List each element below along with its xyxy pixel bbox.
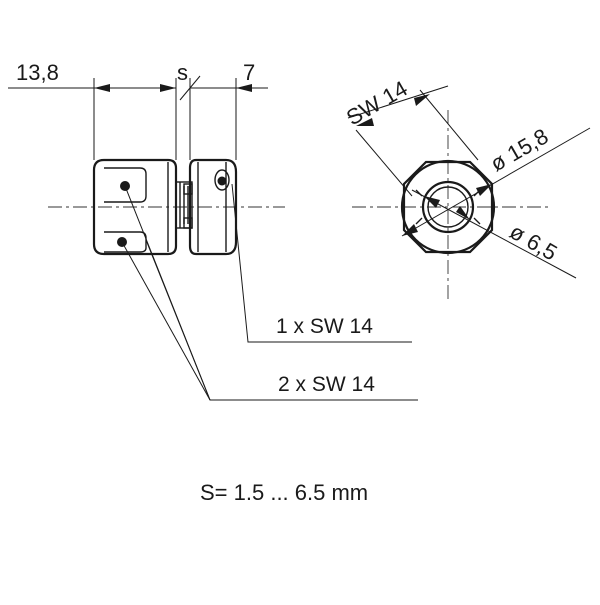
hub-nut-bottom <box>183 217 193 229</box>
leader-double-a <box>124 185 418 401</box>
end-view: SW 14 ø 15,8 ø 6,5 <box>342 76 591 300</box>
dim-line-bore-dia <box>411 189 577 279</box>
right-screw-hole <box>214 169 230 191</box>
ext-line-sw-b <box>419 89 479 161</box>
arrow-length-right <box>160 84 176 92</box>
dim-length-label: 13,8 <box>16 60 59 85</box>
dim-sw-label: SW 14 <box>342 76 412 131</box>
arrow-length-left <box>94 84 110 92</box>
left-flat-upper <box>104 167 147 203</box>
dim-gap-label: s <box>177 60 188 85</box>
left-flat-lower <box>104 231 147 253</box>
left-body <box>92 158 178 256</box>
dim-line-sw <box>347 85 449 119</box>
side-view: 13,8 s 7 1 x SW 14 2 x SW 14 <box>8 60 418 401</box>
right-set-screw <box>217 176 227 186</box>
arrow-sw-left <box>356 118 374 126</box>
dim-bore-dia-label: ø 6,5 <box>506 219 562 266</box>
dim-width-label: 7 <box>243 60 255 85</box>
leader-double-c <box>145 239 211 401</box>
callout-double: 2 x SW 14 <box>278 373 375 396</box>
right-ring <box>188 158 238 256</box>
gap-tick <box>179 75 201 101</box>
hub-nut-top <box>183 183 193 195</box>
end-bore <box>427 186 469 228</box>
arrow-bore-dia-a <box>424 196 440 208</box>
dim-line-outer-dia <box>401 127 591 237</box>
ext-line-sw-a <box>355 129 413 197</box>
arrow-bore-dia-b <box>456 206 470 220</box>
arrow-outer-dia-a <box>402 224 418 236</box>
end-outer-hex <box>402 160 494 254</box>
gap-range-note: S= 1.5 ... 6.5 mm <box>200 480 368 505</box>
callout-single: 1 x SW 14 <box>276 315 373 338</box>
arrow-sw-right <box>414 94 430 106</box>
arrow-outer-dia-b <box>476 184 492 196</box>
end-outer-circle <box>400 159 496 255</box>
end-bore-outer <box>421 180 475 234</box>
leader-single <box>231 183 412 343</box>
arrow-width <box>236 84 252 92</box>
leader-double-b <box>121 241 211 401</box>
